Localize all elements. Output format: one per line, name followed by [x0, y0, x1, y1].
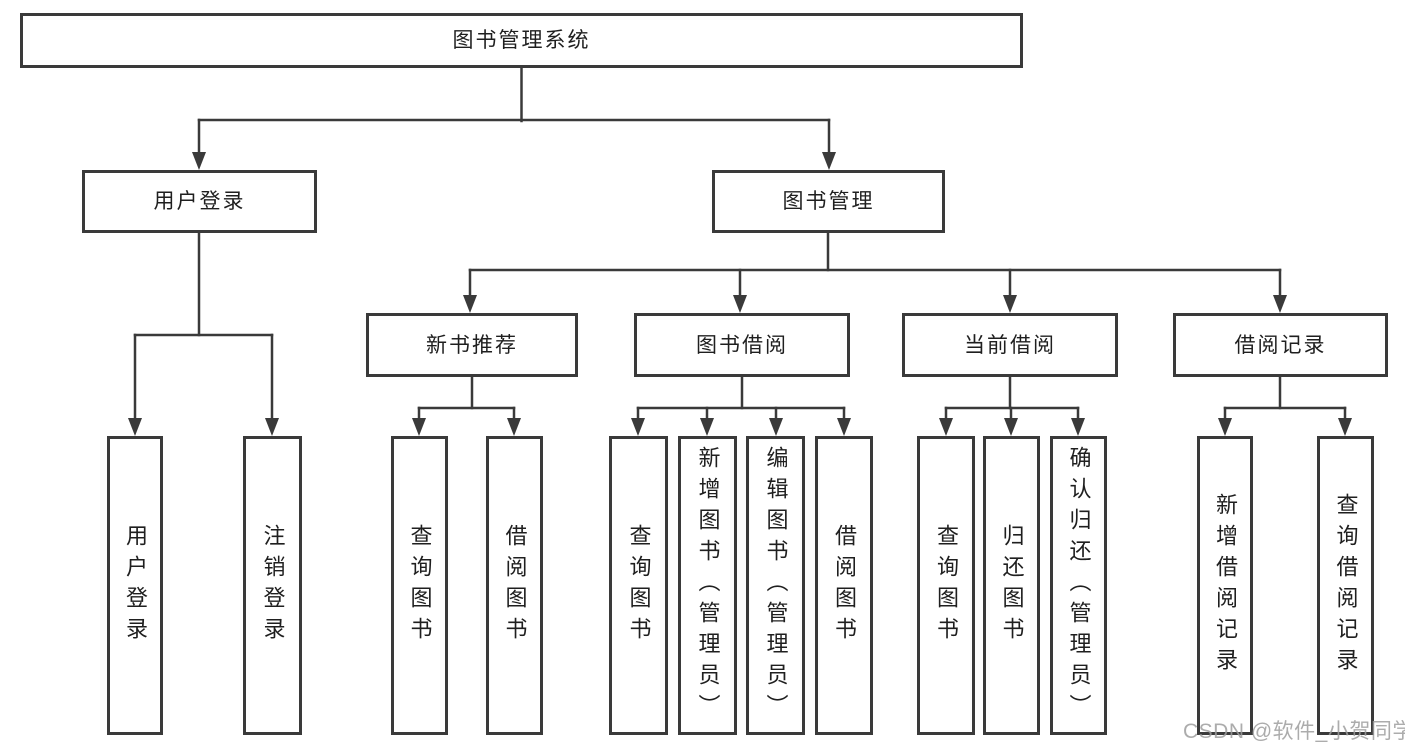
node-label: 借阅图书 [502, 523, 528, 648]
node-label: 新增图书（管理员） [695, 446, 721, 725]
node-label: 当前借阅 [964, 333, 1056, 357]
node-current-borrowing: 当前借阅 [902, 313, 1118, 377]
node-label: 确认归还（管理员） [1066, 446, 1092, 725]
edge-book-borrowing-to-leaves [631, 375, 851, 436]
node-book-management: 图书管理 [712, 170, 945, 233]
edge-current-borrowing-to-leaves [939, 375, 1085, 436]
node-label: 图书管理 [782, 190, 875, 213]
node-book-borrowing: 图书借阅 [634, 313, 850, 377]
leaf-records-add-record: 新增借阅记录 [1197, 436, 1253, 735]
edge-user-login-to-leaves [128, 231, 279, 436]
node-label: 查询借阅记录 [1333, 492, 1359, 679]
node-label: 查询图书 [934, 523, 959, 648]
node-label: 图书管理系统 [452, 29, 591, 52]
node-label: 借阅记录 [1234, 333, 1327, 357]
csdn-watermark: CSDN @软件_小贺同学 [1183, 720, 1405, 743]
node-label: 用户登录 [153, 190, 246, 213]
edge-new-book-recommend-to-leaves [412, 375, 521, 436]
node-label: 编辑图书（管理员） [763, 446, 789, 725]
node-label: 用户登录 [123, 523, 148, 648]
leaf-records-query-record: 查询借阅记录 [1317, 436, 1374, 735]
leaf-logout: 注销登录 [243, 436, 302, 735]
edge-root-to-branches [192, 66, 836, 170]
node-label: 图书借阅 [696, 333, 788, 357]
edge-borrowing-records-to-leaves [1218, 375, 1352, 436]
node-borrowing-records: 借阅记录 [1173, 313, 1388, 377]
leaf-current-confirm-return-admin: 确认归还（管理员） [1050, 436, 1107, 735]
node-user-login: 用户登录 [82, 170, 317, 233]
edge-book-management-to-modules [463, 231, 1287, 313]
leaf-borrowing-edit-books-admin: 编辑图书（管理员） [746, 436, 805, 735]
leaf-borrowing-add-books-admin: 新增图书（管理员） [678, 436, 737, 735]
node-new-book-recommend: 新书推荐 [366, 313, 578, 377]
node-label: 注销登录 [260, 523, 286, 648]
node-root-library-system: 图书管理系统 [20, 13, 1023, 68]
node-label: 查询图书 [407, 523, 433, 648]
node-label: 借阅图书 [832, 523, 857, 648]
leaf-recommend-query-books: 查询图书 [391, 436, 448, 735]
node-label: 新增借阅记录 [1213, 492, 1238, 679]
leaf-recommend-borrow-books: 借阅图书 [486, 436, 543, 735]
node-label: 查询图书 [626, 523, 652, 648]
leaf-borrowing-query-books: 查询图书 [609, 436, 668, 735]
node-label: 归还图书 [999, 523, 1025, 648]
leaf-user-login: 用户登录 [107, 436, 163, 735]
leaf-current-return-books: 归还图书 [983, 436, 1040, 735]
leaf-current-query-books: 查询图书 [917, 436, 975, 735]
leaf-borrowing-borrow-books: 借阅图书 [815, 436, 873, 735]
node-label: 新书推荐 [426, 333, 518, 357]
